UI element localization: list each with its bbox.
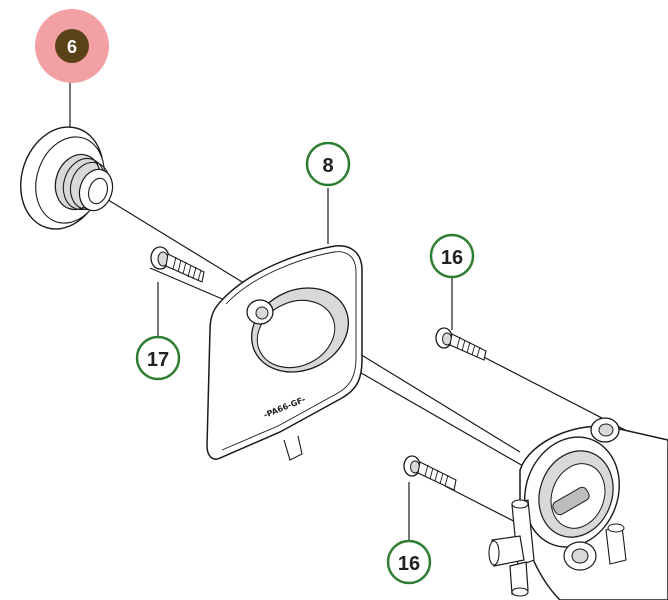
- callout-16-lower-label: 16: [398, 553, 420, 575]
- part-pump-housing[interactable]: [488, 417, 668, 600]
- callout-6-label: 6: [67, 37, 77, 57]
- callout-16-upper[interactable]: 16: [429, 233, 475, 279]
- callout-8[interactable]: 8: [305, 141, 351, 187]
- callout-8-label: 8: [322, 155, 333, 177]
- callout-17[interactable]: 17: [135, 335, 181, 381]
- callout-16-upper-label: 16: [441, 247, 463, 269]
- part-cover-plate[interactable]: -PA66-GF-: [206, 245, 363, 461]
- part-screw-16-lower[interactable]: [403, 455, 457, 491]
- part-seal-flange[interactable]: [8, 116, 118, 240]
- callout-17-label: 17: [147, 349, 169, 371]
- part-screw-17[interactable]: [150, 246, 205, 283]
- part-screw-16-upper[interactable]: [435, 327, 487, 361]
- callout-16-lower[interactable]: 16: [386, 539, 432, 585]
- callout-6[interactable]: 6: [35, 9, 109, 83]
